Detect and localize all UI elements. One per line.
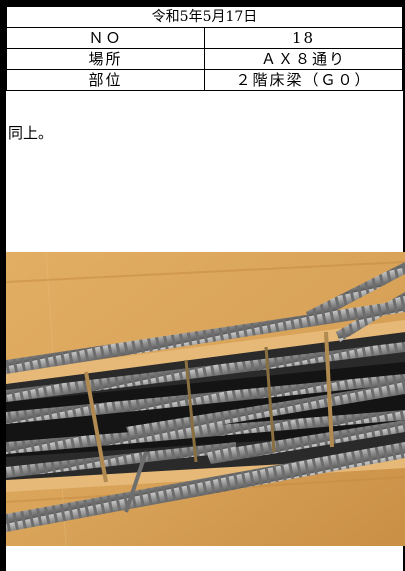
record-table: 令和5年5月17日 ＮＯ 18 場所 ＡＸ８通り 部位 ２階床梁（Ｇ０） — [6, 6, 403, 91]
left-border — [0, 0, 6, 571]
date-row: 令和5年5月17日 — [6, 6, 403, 28]
number-value: 18 — [204, 27, 403, 49]
number-label: ＮＯ — [6, 27, 205, 49]
location-label: 場所 — [6, 48, 205, 70]
rebar-beam-photo — [6, 252, 405, 546]
part-value: ２階床梁（Ｇ０） — [204, 69, 403, 91]
part-row: 部位 ２階床梁（Ｇ０） — [6, 69, 403, 91]
number-row: ＮＯ 18 — [6, 27, 403, 49]
location-value: ＡＸ８通り — [204, 48, 403, 70]
top-border — [0, 0, 405, 6]
record-date: 令和5年5月17日 — [6, 6, 403, 28]
part-label: 部位 — [6, 69, 205, 91]
location-row: 場所 ＡＸ８通り — [6, 48, 403, 70]
note-text: 同上。 — [8, 124, 54, 142]
